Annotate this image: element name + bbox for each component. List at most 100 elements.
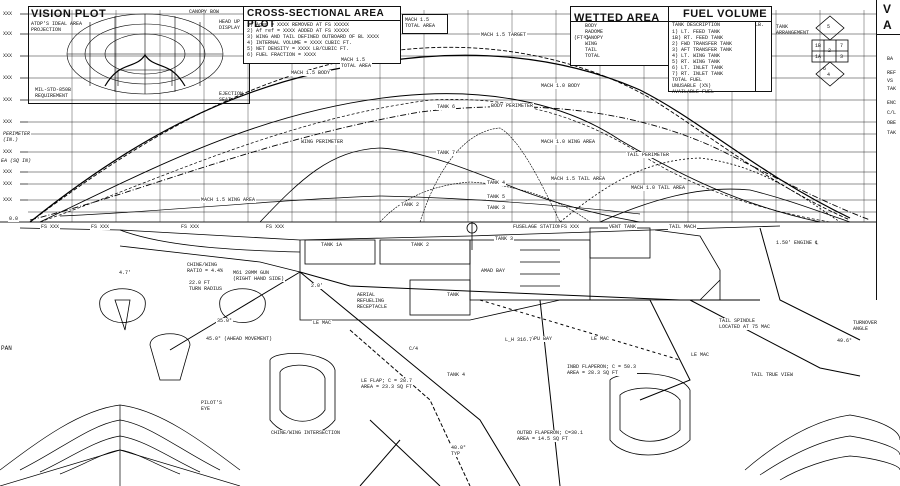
fs-label: FS XXX (90, 224, 111, 230)
tank-1a-label: TANK 1A (320, 242, 344, 248)
c4-label: C/4 (408, 346, 420, 352)
tail-area-curve (599, 188, 851, 223)
fs-label: FS XXX (180, 224, 201, 230)
title-block-row: C/L (887, 110, 897, 116)
tank-7-label: TANK 7 (436, 150, 457, 156)
title-block-row: OBE (887, 120, 897, 126)
tick-label: XXX (2, 149, 14, 155)
vision-plot-title: VISION PLOT (31, 8, 107, 20)
engine-cl-label: 1.50' ENGINE ℄ (775, 240, 820, 246)
mach-15-body-curve (39, 93, 821, 223)
tick-label: XXX (2, 119, 14, 125)
dim-47-label: 4.7' (118, 270, 133, 276)
title-block-row: REF (887, 70, 897, 76)
amad-bay-label: AMAD BAY (480, 268, 507, 274)
planform-le-mac-label: LE MAC (690, 352, 711, 358)
angle-35-label: 35.0° (216, 318, 234, 324)
tank-curves (379, 127, 591, 223)
title-letter-v: V (883, 2, 892, 16)
cross-section-panel: CROSS-SECTIONAL AREA PLOT 1) Agen = XXXX… (243, 6, 401, 64)
tail-true-view-label: TAIL TRUE VIEW (750, 372, 795, 378)
tick-label: XXX (2, 169, 14, 175)
title-block-row: VS (887, 78, 894, 84)
angle-40-label: 40.0°TYP (450, 445, 468, 457)
fuel-volume-title: FUEL VOLUME (683, 8, 768, 20)
zero-label: 0.0 (8, 216, 20, 222)
angle-45-label: 45.0° (AHEAD MOVEMENT) (205, 336, 274, 342)
area-axis-label: EA (SQ IN) (0, 158, 33, 164)
plot-grid (0, 10, 885, 223)
fuselage-station-label: FUSELAGE STATION (512, 224, 563, 230)
planform-le-mac2-label: LE MAC (590, 336, 611, 342)
angle-496-label: 49.6° (836, 338, 854, 344)
dim-20-label: 2.0' (310, 283, 325, 289)
le-mac-label: LE MAC (312, 320, 333, 326)
mach-15-target-curve (29, 46, 851, 223)
tick-label: XXX (2, 181, 14, 187)
apu-bay-label: APU BAY (530, 336, 554, 342)
tank-cell-2: 2 (828, 48, 832, 54)
body-perimeter-label: BODY PERIMETER (490, 103, 535, 109)
title-block-row: TAK (887, 86, 897, 92)
tank-label: TANK (446, 292, 461, 298)
tank-6-label: TANK 6 (436, 104, 457, 110)
mach-10-body-label: MACH 1.0 BODY (540, 83, 582, 89)
tick-label: XXX (2, 11, 14, 17)
tank-4-label: TANK 4 (486, 180, 507, 186)
fuselage-outline (19, 222, 781, 321)
cross-section-notes: 1) Agen = XXXX REMOVED AT FS XXXXX 2) Af… (247, 22, 380, 58)
tank-cell-7: 7 (840, 43, 844, 49)
mach-15-tail-label: MACH 1.5 TAIL AREA (550, 176, 607, 182)
tank-cell-6: 6 (823, 66, 827, 72)
mach-15-target-label: MACH 1.5 TARGET (480, 32, 528, 38)
mach-15-body-label: MACH 1.5 BODY (290, 70, 332, 76)
tick-label: XXX (2, 197, 14, 203)
vent-tank-label: VENT TANK (608, 224, 638, 230)
tail-perimeter-curve (559, 157, 841, 223)
fs-right-label: FS XXX (560, 224, 581, 230)
fs-label: FS XXX (40, 224, 61, 230)
mach-10-wing-label: MACH 1.0 WING AREA (540, 139, 597, 145)
tick-label: XXX (2, 75, 14, 81)
tank-3-label: TANK 3 (486, 205, 507, 211)
tick-label: XXX (2, 53, 14, 59)
cross-section-title: CROSS-SECTIONAL AREA PLOT (247, 8, 384, 30)
tank-cell-1a: 1A (815, 54, 822, 60)
lh-label: L_H 316.7 (504, 337, 534, 343)
chine-intersection-label: CHINE/WING INTERSECTION (270, 430, 342, 436)
planform-label: PAN (0, 345, 13, 352)
mach-10-tail-label: MACH 1.0 TAIL AREA (630, 185, 687, 191)
tank-arrangement-graphic (811, 15, 849, 87)
fuel-volume-rows: 1) LT. FEED TANK 1B) RT. FEED TANK 2) FW… (672, 29, 733, 95)
fuselage-tank-2-label: TANK 2 (410, 242, 431, 248)
wetted-area-panel: WETTED AREA (FT²) BODY RADOME CANOPY WIN… (570, 6, 670, 66)
fuselage-tank-3-label: TANK 3 (494, 236, 515, 242)
wing-perimeter-curve (259, 147, 641, 223)
fs-label: FS XXX (265, 224, 286, 230)
mach-15-wing-curve (59, 195, 641, 217)
title-block-strip: V A BA REF VS TAK ENC C/L OBE TAK (876, 0, 900, 300)
tank-cell-3: 3 (840, 54, 844, 60)
wing-perimeter-label: WING PERIMETER (300, 139, 345, 145)
mach-10-body-curve (39, 99, 831, 223)
tank-5-label: TANK 5 (486, 194, 507, 200)
vision-plot-graphic (66, 13, 224, 95)
